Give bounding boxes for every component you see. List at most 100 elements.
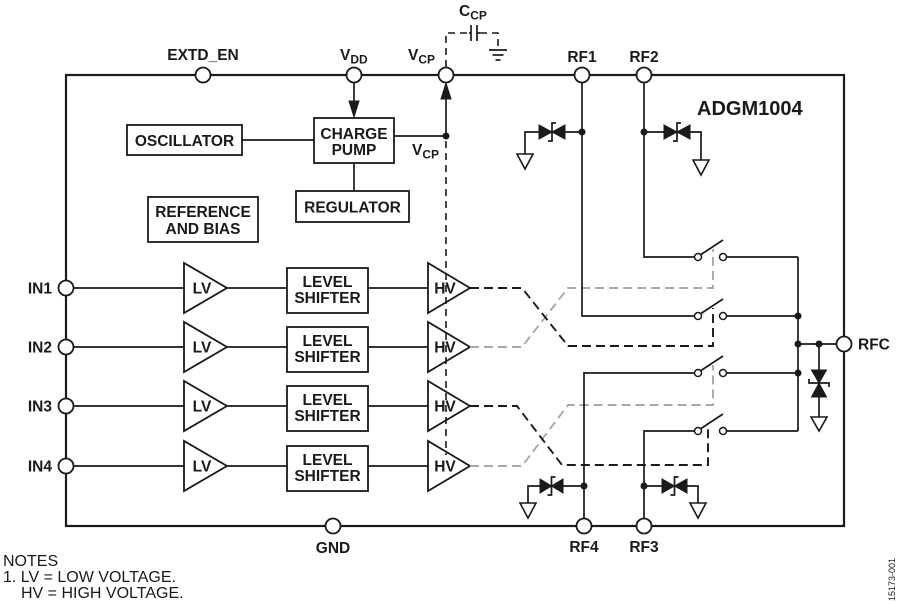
pin-label: IN1	[28, 281, 53, 298]
level-shifter-label-line2: SHIFTER	[294, 408, 360, 425]
control-line-hv4-to-switch-3	[470, 365, 714, 467]
level-shifter-label-line2: SHIFTER	[294, 349, 360, 366]
switch-1	[693, 239, 798, 262]
vcp-junction-dot	[442, 132, 450, 140]
rf2-text: RF2	[629, 49, 658, 66]
charge-pump-label-line1: CHARGE	[320, 126, 387, 143]
ground-icon	[809, 416, 829, 433]
charge-pump-block: CHARGE PUMP	[313, 117, 395, 164]
tvs-diode-icon-right	[673, 478, 688, 494]
pin-label: VCP	[408, 47, 435, 67]
switch-2	[693, 298, 798, 321]
vdd-main: V	[340, 47, 351, 64]
channel-3: LV LEVEL SHIFTER HV	[73, 379, 472, 433]
lv-driver-triangle	[183, 439, 229, 493]
notes-heading: NOTES	[3, 553, 58, 570]
internal-vcp-sub: CP	[422, 148, 439, 162]
note-line-1-text: 1. LV = LOW VOLTAGE.	[3, 569, 176, 586]
pin-label: VDD	[340, 47, 368, 67]
lv-text: LV	[193, 340, 212, 357]
chip-outline	[64, 73, 846, 528]
pin-in4: IN4	[28, 457, 75, 476]
oscillator-label: OSCILLATOR	[135, 133, 234, 150]
pin-label: RF1	[567, 49, 597, 66]
vdd-sub: DD	[350, 53, 368, 67]
tvs-diode-icon-right	[550, 124, 566, 140]
bus-junction-dot-switch-3	[794, 369, 802, 377]
level-text: LEVEL	[303, 274, 353, 291]
pin-circle	[835, 335, 853, 353]
lv-text: LV	[193, 399, 212, 416]
switch-terminal-left	[693, 311, 703, 321]
internal-vcp-main: V	[412, 142, 423, 159]
level-shifter-label-line1: LEVEL	[303, 333, 353, 350]
level-shifter-box	[286, 385, 369, 432]
pin-rf3: RF3	[629, 517, 659, 556]
pin-circle	[57, 397, 75, 415]
rfc-text: RFC	[858, 337, 890, 354]
internal-vcp-label: VCP	[412, 142, 439, 162]
reference-and-bias-box	[147, 196, 259, 243]
pin-circle	[324, 517, 342, 535]
switch-blade	[700, 298, 724, 315]
in2-text: IN2	[28, 340, 52, 357]
pin-label: IN4	[28, 459, 53, 476]
control-line-hv1-to-switch-2	[470, 287, 714, 347]
rf2-esd-ground-wire	[690, 131, 702, 160]
pin-rf1: RF1	[567, 49, 597, 84]
level-shifter-box	[286, 445, 369, 492]
pin-circle	[437, 66, 455, 84]
reference-and-bias-label-line1: REFERENCE	[155, 204, 251, 221]
regulator-text: REGULATOR	[304, 200, 401, 217]
tvs-diode-icon-right	[550, 478, 564, 494]
oscillator-text: OSCILLATOR	[135, 133, 234, 150]
rf4-text: RF4	[569, 539, 599, 556]
figure-id: 15173-001	[887, 558, 897, 601]
reference-text: REFERENCE	[155, 204, 251, 221]
pin-circle	[194, 66, 212, 84]
pin-circle	[345, 66, 363, 84]
zener-bar	[547, 476, 556, 496]
lv-label: LV	[193, 281, 212, 298]
bus-junction-dot-rfc	[794, 340, 802, 348]
switch-4	[693, 413, 798, 436]
channel-2: LV LEVEL SHIFTER HV	[73, 320, 472, 374]
tvs-diode-icon-top	[810, 369, 828, 385]
lv-label: LV	[193, 399, 212, 416]
pin-in2: IN2	[28, 338, 75, 357]
extd-en-text: EXTD_EN	[167, 47, 239, 64]
ccp-wire-left	[445, 32, 469, 67]
in1-text: IN1	[28, 281, 53, 298]
level-text: LEVEL	[303, 392, 353, 409]
zener-bar	[670, 476, 679, 496]
regulator-block: REGULATOR	[295, 190, 410, 223]
ccp-label: CCP	[459, 3, 487, 23]
level-shifter-label-line2: SHIFTER	[294, 468, 360, 485]
earth-ground-icon	[489, 49, 507, 61]
vcp-main: V	[408, 47, 419, 64]
pin-in1: IN1	[28, 279, 75, 298]
level-shifter-label-line1: LEVEL	[303, 452, 353, 469]
pin-label: IN3	[28, 399, 53, 416]
rf1-esd-diode	[515, 122, 586, 171]
switch-blade	[700, 355, 724, 372]
regulator-label: REGULATOR	[304, 200, 401, 217]
hv-text: HV	[434, 459, 456, 476]
ground-icon	[688, 502, 708, 520]
switch-terminal-left	[693, 368, 703, 378]
and-bias-text: AND BIAS	[166, 221, 241, 238]
level-shifter-box	[286, 267, 369, 314]
hv-driver-triangle	[427, 379, 472, 433]
ccp-wire-right	[480, 32, 499, 48]
in3-text: IN3	[28, 399, 53, 416]
hv-driver-triangle	[427, 320, 472, 374]
reference-and-bias-label-line2: AND BIAS	[166, 221, 241, 238]
switch-terminal-left	[693, 252, 703, 262]
wire-rf1-to-switch-2	[581, 82, 695, 317]
ground-icon	[518, 502, 538, 520]
switch-3	[693, 355, 798, 378]
gnd-text: GND	[316, 540, 350, 557]
in4-text: IN4	[28, 459, 53, 476]
pin-label: IN2	[28, 340, 52, 357]
rf4-esd-ground-wire	[527, 485, 540, 503]
